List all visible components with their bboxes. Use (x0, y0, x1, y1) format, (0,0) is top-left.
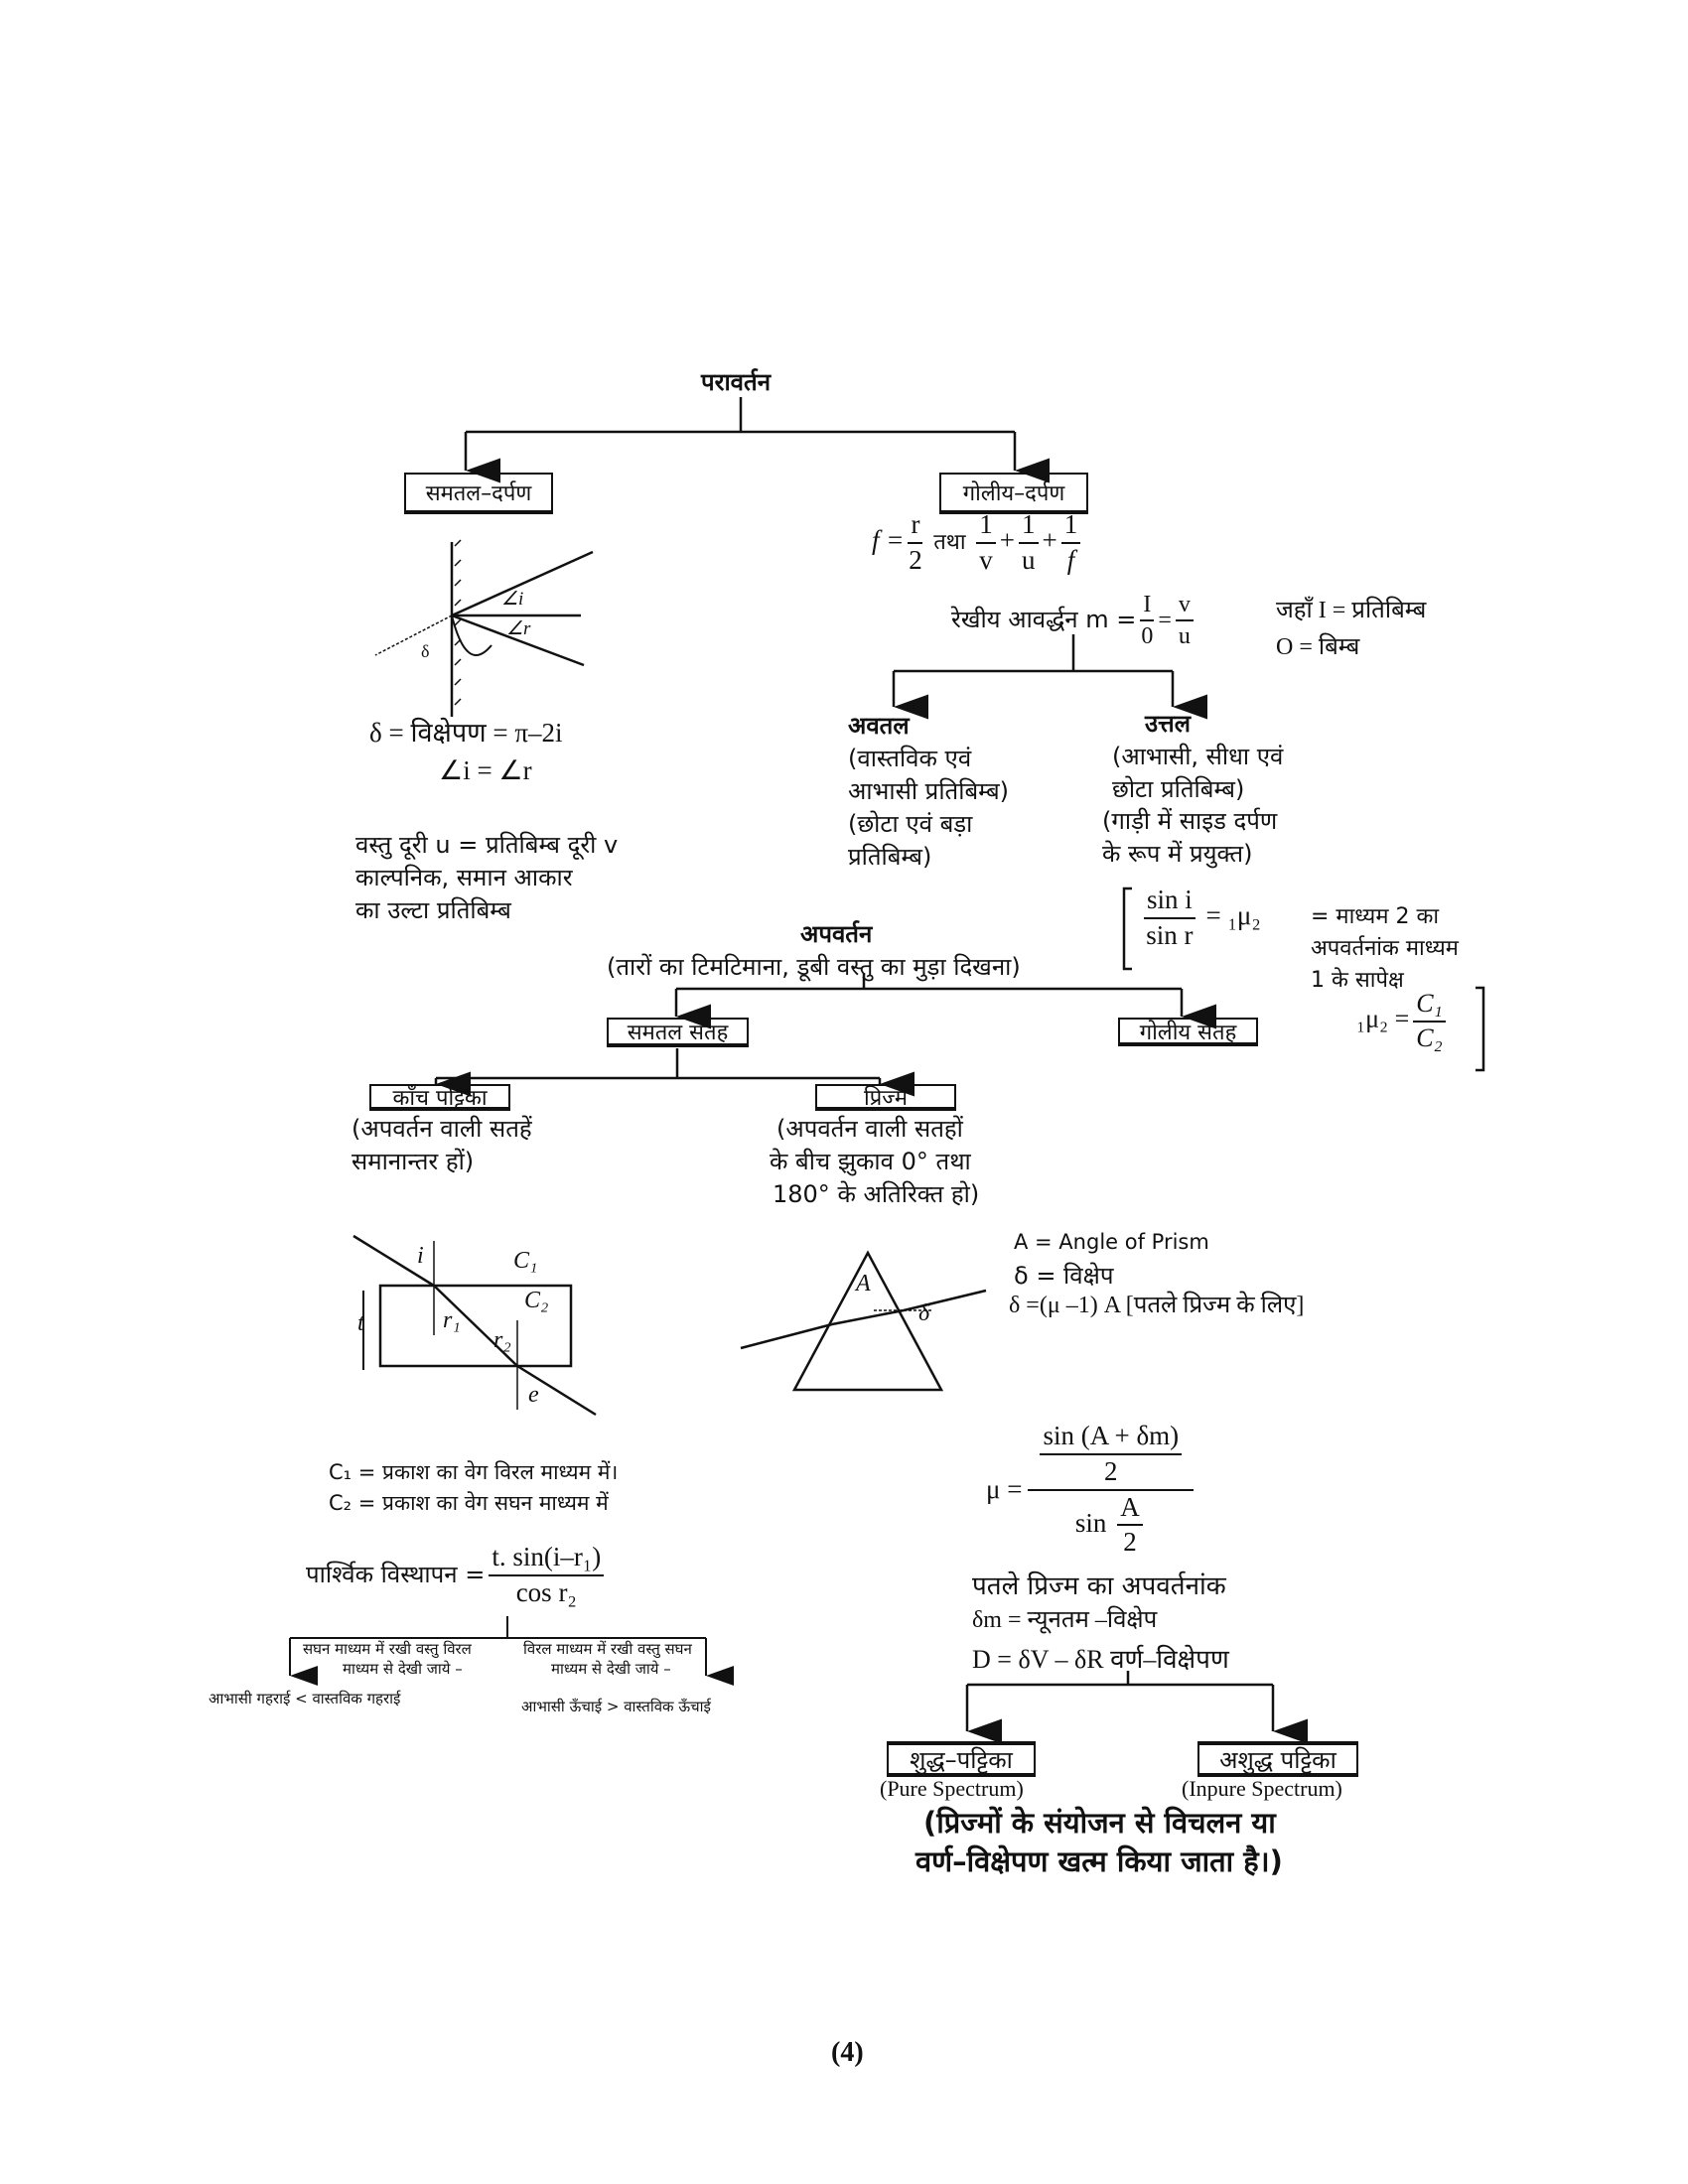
concave-line: (वास्तविक एवं (848, 745, 972, 772)
glass-slab-diagram (352, 1234, 597, 1417)
angle-r-label: ∠r (506, 618, 531, 639)
pure-spectrum-en: (Pure Spectrum) (880, 1776, 1024, 1801)
prism-box: प्रिज्म (815, 1084, 956, 1111)
equal-angles: ∠i = ∠r (439, 755, 532, 785)
min-deviation: δm = न्यूनतम –विक्षेप (972, 1607, 1158, 1633)
dispersion-formula: D = δV – δR वर्ण–विक्षेपण (972, 1645, 1229, 1674)
refraction-title: अपवर्तन (800, 920, 873, 948)
convex-line: (आभासी, सीधा एवं (1112, 743, 1284, 770)
prism-note: (प्रिज्मों के संयोजन से विचलन या (923, 1806, 1276, 1840)
label-r1: r₁ (443, 1307, 461, 1333)
pure-spectrum-box: शुद्ध–पट्टिका (887, 1741, 1036, 1777)
concave-title: अवतल (848, 712, 910, 740)
concave-line: आभासी प्रतिबिम्ब) (848, 777, 1010, 805)
label-t: t (357, 1310, 364, 1336)
label-e: e (528, 1382, 539, 1408)
case2-result: आभासी ऊँचाई > वास्तविक ऊँचाई (521, 1698, 711, 1715)
page-number: (4) (831, 2037, 864, 2068)
plane-note: वस्तु दूरी u = प्रतिबिम्ब दूरी v (355, 831, 619, 859)
c1-definition: C₁ = प्रकाश का वेग विरल माध्यम में। (329, 1460, 619, 1484)
case1-text: सघन माध्यम में रखी वस्तु विरल (303, 1640, 472, 1658)
deviation-def: δ = विक्षेप (1014, 1262, 1114, 1290)
lateral-shift-formula: पार्श्विक विस्थापन =t. sin(i–r₁)cos r₂ (306, 1541, 608, 1610)
plane-note: काल्पनिक, समान आकार (355, 864, 573, 891)
snell-text: अपवर्तनांक माध्यम (1311, 936, 1459, 961)
label-i: i (417, 1243, 424, 1269)
plane-mirror-diagram (374, 539, 594, 717)
convex-title: उत्तल (1145, 710, 1192, 738)
prism-angle-label: A (856, 1271, 871, 1297)
thin-prism-formula: δ =(μ –1) A [पतले प्रिज्म के लिए] (1009, 1293, 1305, 1318)
prism-line: 180° के अतिरिक्त हो) (773, 1180, 980, 1208)
refraction-subtitle: (तारों का टिमटिमाना, डूबी वस्तु का मुड़ा… (607, 953, 1021, 981)
label-r2: r₂ (493, 1327, 511, 1353)
case1-result: आभासी गहराई < वास्तविक गहराई (209, 1690, 401, 1707)
prism-line: (अपवर्तन वाली सतहों (776, 1115, 963, 1143)
where-object: O = बिम्ब (1276, 634, 1360, 660)
delta-label: δ (421, 641, 430, 661)
concave-line: प्रतिबिम्ब) (848, 843, 932, 871)
snell-text: = माध्यम 2 का (1311, 904, 1440, 929)
convex-line: (गाड़ी में साइड दर्पण (1102, 807, 1278, 835)
c2-definition: C₂ = प्रकाश का वेग सघन माध्यम में (329, 1491, 609, 1515)
angle-of-prism-def: A = Angle of Prism (1014, 1230, 1209, 1254)
impure-spectrum-box: अशुद्ध पट्टिका (1197, 1741, 1358, 1777)
plane-mirror-box: समतल–दर्पण (404, 473, 553, 514)
spherical-surface-box: गोलीय सतह (1118, 1018, 1258, 1046)
case2-text: विरल माध्यम में रखी वस्तु सघन (523, 1640, 692, 1658)
prism-line: के बीच झुकाव 0° तथा (770, 1148, 971, 1175)
impure-spectrum-en: (Inpure Spectrum) (1182, 1776, 1342, 1801)
thin-prism-index-label: पतले प्रिज्म का अपवर्तनांक (972, 1571, 1226, 1601)
case2-text: माध्यम से देखी जाये – (551, 1660, 671, 1678)
spherical-mirror-box: गोलीय–दर्पण (939, 473, 1088, 514)
slab-line: समानान्तर हों) (352, 1148, 475, 1175)
label-c2: C₂ (524, 1288, 549, 1313)
prism-diagram (740, 1250, 987, 1392)
prism-delta-label: δ (918, 1300, 930, 1326)
concave-line: (छोटा एवं बड़ा (848, 810, 973, 838)
snell-text: 1 के सापेक्ष (1311, 968, 1404, 993)
slab-line: (अपवर्तन वाली सतहें (352, 1115, 532, 1143)
deviation-formula: δ = विक्षेपण = π–2i (369, 718, 563, 748)
convex-line: के रूप में प्रयुक्त) (1102, 840, 1253, 868)
label-c1: C₁ (513, 1248, 538, 1274)
plane-note: का उल्टा प्रतिबिम्ब (355, 896, 511, 924)
where-image: जहाँ I = प्रतिबिम्ब (1276, 598, 1427, 623)
glass-slab-box: काँच पट्टिका (369, 1084, 510, 1111)
angle-i-label: ∠i (501, 589, 524, 610)
prism-note: वर्ण–विक्षेपण खत्म किया जाता है।) (915, 1844, 1283, 1878)
case1-text: माध्यम से देखी जाये – (343, 1660, 463, 1678)
plane-surface-box: समतल सतह (607, 1018, 749, 1047)
reflection-title: परावर्तन (701, 368, 772, 396)
convex-line: छोटा प्रतिबिम्ब) (1112, 775, 1245, 803)
